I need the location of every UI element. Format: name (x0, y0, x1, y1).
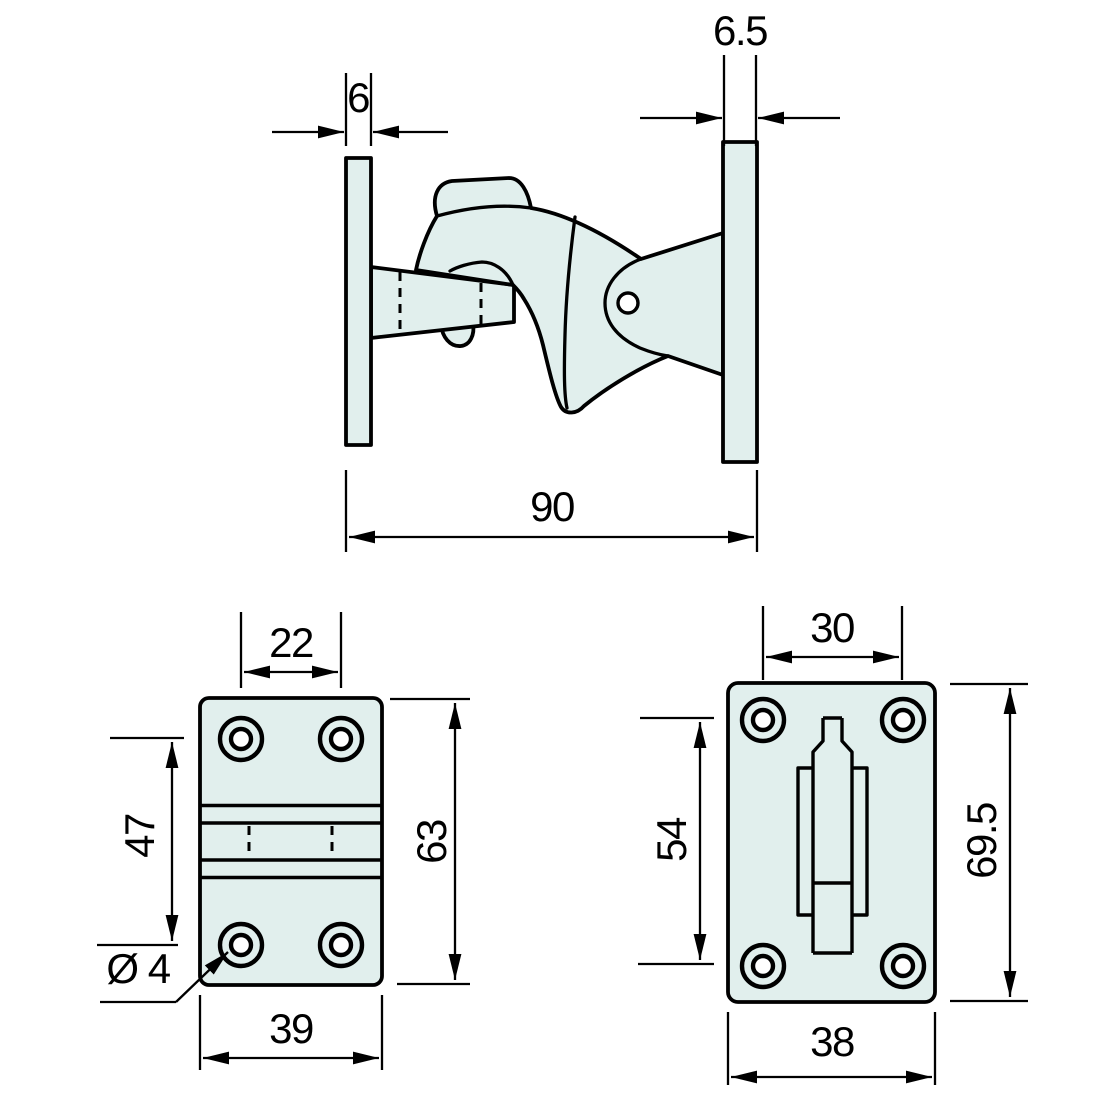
dimension-label-38: 38 (810, 1018, 854, 1065)
dimension-hook-plate-height: 63 (390, 697, 470, 986)
keeper-tongue-right (840, 718, 854, 953)
dimension-label-47: 47 (116, 814, 163, 858)
keeper-plate-view: 30 54 69.5 38 (638, 604, 1028, 1085)
right-mounting-plate (721, 140, 759, 464)
dimension-label-dia4: Ø 4 (106, 945, 170, 992)
dimension-label-39: 39 (269, 1005, 313, 1052)
dimension-label-69-5: 69.5 (958, 803, 1005, 879)
dimension-label-22: 22 (269, 619, 313, 666)
hook-division-line (562, 215, 577, 410)
dimension-hook-plate-width: 39 (198, 995, 384, 1070)
dimension-right-plate-thickness: 6.5 (640, 7, 840, 146)
dimension-keeper-hole-spacing-y: 54 (638, 716, 714, 966)
hook-cap-base-line (435, 204, 533, 218)
dimension-hook-hole-spacing-y: 47 (97, 736, 184, 947)
hook-plate-screw-holes (217, 715, 365, 969)
side-view: 6 6.5 90 (272, 7, 840, 552)
dimension-keeper-plate-width: 38 (726, 1012, 937, 1085)
dimension-keeper-hole-spacing-x: 30 (761, 604, 904, 680)
dimension-label-90: 90 (530, 483, 574, 530)
bracket-nose-line (603, 257, 670, 358)
hook-mouth-arch-line (448, 260, 515, 287)
hook-body (414, 176, 725, 415)
dimension-keeper-plate-height: 69.5 (950, 682, 1028, 1003)
keeper-housing-right (853, 766, 869, 917)
keeper-latch-detail (796, 716, 869, 955)
hole-diameter-callout: Ø 4 (100, 945, 229, 1004)
dimension-label-30: 30 (810, 604, 854, 651)
dimension-left-plate-thickness: 6 (272, 73, 448, 146)
keeper-tongue-left (811, 718, 825, 953)
left-mounting-plate (344, 156, 373, 447)
hook-plate-view: 22 47 63 39 Ø 4 (97, 612, 470, 1070)
dimension-overall-length: 90 (344, 470, 759, 552)
dimension-label-6: 6 (347, 74, 369, 121)
dimension-label-63: 63 (408, 820, 455, 864)
keeper-housing-left (796, 766, 812, 917)
dimension-hook-hole-spacing-x: 22 (239, 612, 343, 688)
keeper-plate-outline (726, 681, 937, 1004)
pivot-hole (616, 291, 640, 315)
keeper-plate-screw-holes (739, 696, 927, 990)
dimension-label-54: 54 (648, 817, 695, 862)
hook-plate-outline (198, 696, 384, 987)
dimension-label-6-5: 6.5 (713, 7, 767, 54)
